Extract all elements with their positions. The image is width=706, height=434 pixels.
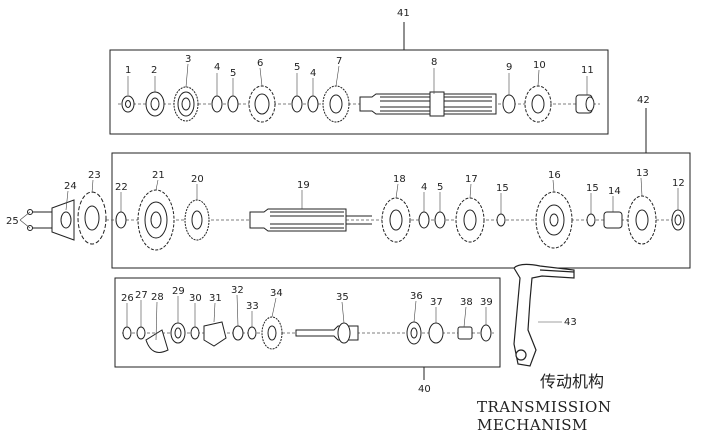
label-bot-26: 26: [121, 293, 134, 304]
label-bot-30: 30: [189, 293, 202, 304]
part-43-kick-lever: [513, 263, 575, 367]
top-shaft-parts: [121, 85, 595, 123]
part-28-spring: [145, 329, 169, 353]
label-top-9: 9: [506, 62, 512, 73]
label-top-5: 5: [230, 68, 236, 79]
label-top-2: 2: [151, 65, 157, 76]
label-bot-36: 36: [410, 291, 423, 302]
assembly-box-top: [109, 49, 609, 135]
assembly-box-bottom: [114, 277, 501, 368]
label-bot-31: 31: [209, 293, 222, 304]
diagram-title-chinese: 传动机构: [540, 372, 605, 391]
label-bot-27: 27: [135, 290, 148, 301]
part-15-washer: [496, 213, 506, 227]
label-top-5b: 5: [294, 62, 300, 73]
label-top-4: 4: [214, 62, 220, 73]
part-8-mainshaft: [359, 93, 497, 115]
part-22-washer: [115, 211, 127, 229]
label-mid-14: 14: [608, 186, 621, 197]
part-4b-circlip: [307, 95, 319, 113]
label-mid-5: 5: [437, 182, 443, 193]
label-top-7: 7: [336, 56, 342, 67]
label-top-1: 1: [125, 65, 131, 76]
label-assembly-middle: 42: [637, 95, 650, 106]
part-4c-circlip: [418, 211, 430, 229]
label-bot-35: 35: [336, 292, 349, 303]
label-mid-22: 22: [115, 182, 128, 193]
label-part-43: 43: [564, 317, 577, 328]
label-mid-18: 18: [393, 174, 406, 185]
label-bot-34: 34: [270, 288, 283, 299]
middle-shaft-parts: [27, 189, 685, 251]
label-mid-19: 19: [297, 180, 310, 191]
label-mid-15b: 15: [586, 183, 599, 194]
label-bot-29: 29: [172, 286, 185, 297]
label-mid-16: 16: [548, 170, 561, 181]
label-assembly-top: 41: [397, 8, 410, 19]
assembly-box-middle: [111, 152, 691, 269]
label-mid-12: 12: [672, 178, 685, 189]
part-5c-washer: [434, 211, 446, 229]
label-bot-33: 33: [246, 301, 259, 312]
kickstart-shaft-parts: [122, 316, 492, 353]
label-mid-23: 23: [88, 170, 101, 181]
label-mid-25: 25: [6, 216, 19, 227]
part-15b-washer: [586, 213, 596, 227]
label-bot-39: 39: [480, 297, 493, 308]
leader-lines: [19, 63, 679, 341]
label-top-6: 6: [257, 58, 263, 69]
part-9-washer: [502, 94, 516, 114]
part-31-ratchet: [203, 321, 227, 347]
label-mid-20: 20: [191, 174, 204, 185]
label-mid-17: 17: [465, 174, 478, 185]
label-mid-15: 15: [496, 183, 509, 194]
label-top-10: 10: [533, 60, 546, 71]
label-assembly-bottom: 40: [418, 384, 431, 395]
label-bot-32: 32: [231, 285, 244, 296]
label-mid-13: 13: [636, 168, 649, 179]
label-bot-37: 37: [430, 297, 443, 308]
label-top-4b: 4: [310, 68, 316, 79]
label-mid-24: 24: [64, 181, 77, 192]
part-5-washer: [227, 95, 239, 113]
label-top-3: 3: [185, 54, 191, 65]
label-top-8: 8: [431, 57, 437, 68]
part-14-bushing: [603, 211, 623, 229]
label-mid-21: 21: [152, 170, 165, 181]
label-mid-4: 4: [421, 182, 427, 193]
label-top-11: 11: [581, 65, 594, 76]
label-bot-38: 38: [460, 297, 473, 308]
part-19-countershaft: [249, 208, 347, 232]
label-bot-28: 28: [151, 292, 164, 303]
part-5b-washer: [291, 95, 303, 113]
part-4-circlip: [211, 95, 223, 113]
